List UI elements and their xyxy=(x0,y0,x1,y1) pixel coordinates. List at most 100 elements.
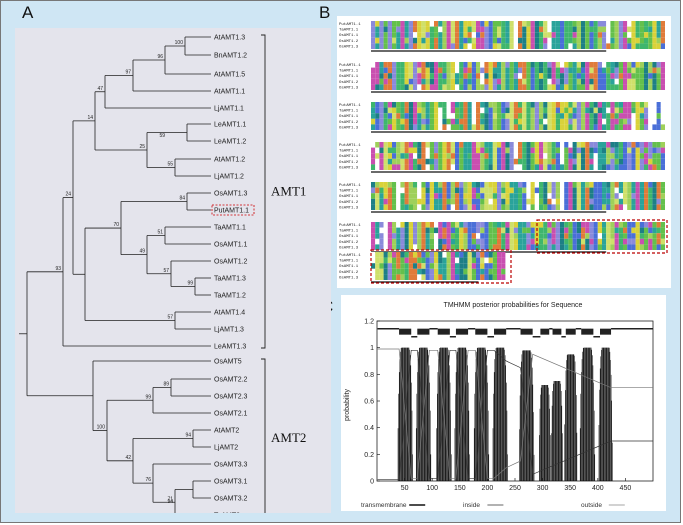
residue xyxy=(513,73,518,79)
residue xyxy=(438,204,443,210)
residue xyxy=(442,124,447,130)
residue xyxy=(392,158,397,165)
residue xyxy=(387,153,392,159)
residue xyxy=(467,164,472,170)
residue xyxy=(408,78,413,85)
residue xyxy=(455,268,460,275)
residue xyxy=(543,193,548,199)
residue xyxy=(505,26,510,33)
residue xyxy=(618,233,623,239)
residue xyxy=(463,257,468,264)
residue xyxy=(513,233,518,239)
residue xyxy=(618,84,623,90)
residue xyxy=(597,84,602,90)
residue xyxy=(543,164,548,170)
residue xyxy=(589,43,594,49)
residue xyxy=(648,164,653,170)
residue xyxy=(505,102,510,108)
residue xyxy=(560,32,565,38)
residue xyxy=(425,43,430,49)
residue xyxy=(471,164,476,170)
residue xyxy=(555,67,560,74)
residue xyxy=(413,257,418,264)
residue xyxy=(513,124,518,130)
residue xyxy=(480,84,485,90)
residue xyxy=(644,124,649,130)
residue xyxy=(425,107,430,114)
residue xyxy=(438,244,443,250)
residue xyxy=(509,107,514,114)
residue xyxy=(656,244,661,250)
residue xyxy=(530,204,535,210)
residue xyxy=(602,147,607,154)
residue xyxy=(614,244,619,250)
residue xyxy=(602,233,607,239)
residue xyxy=(371,227,376,234)
residue xyxy=(371,158,376,165)
residue xyxy=(631,21,636,27)
residue xyxy=(371,193,376,199)
residue xyxy=(459,43,464,49)
residue xyxy=(425,187,430,194)
residue xyxy=(484,67,489,74)
residue xyxy=(459,32,464,38)
residue xyxy=(568,182,573,188)
residue xyxy=(656,124,661,130)
residue xyxy=(543,182,548,188)
residue xyxy=(471,182,476,188)
residue xyxy=(434,102,439,108)
residue xyxy=(425,244,430,250)
residue xyxy=(560,238,565,245)
residue xyxy=(383,274,388,280)
residue xyxy=(371,78,376,85)
residue xyxy=(480,142,485,148)
residue xyxy=(450,26,455,33)
residue xyxy=(627,37,632,44)
residue xyxy=(375,102,380,108)
residue xyxy=(375,43,380,49)
residue xyxy=(501,233,506,239)
residue xyxy=(476,26,481,33)
residue xyxy=(413,204,418,210)
residue xyxy=(555,187,560,194)
residue xyxy=(522,43,527,49)
leaf-label: TaAMT1.2 xyxy=(214,293,246,300)
residue xyxy=(547,43,552,49)
residue xyxy=(438,227,443,234)
sequence-name: OsAMT1.2 xyxy=(339,81,359,85)
residue xyxy=(547,164,552,170)
residue xyxy=(564,204,569,210)
residue xyxy=(413,142,418,148)
residue xyxy=(425,37,430,44)
residue xyxy=(497,84,502,90)
residue xyxy=(455,21,460,27)
residue xyxy=(526,153,531,159)
residue xyxy=(505,158,510,165)
residue xyxy=(438,107,443,114)
residue xyxy=(375,244,380,250)
residue xyxy=(530,238,535,245)
residue xyxy=(497,147,502,154)
residue xyxy=(459,238,464,245)
residue xyxy=(564,244,569,250)
residue xyxy=(614,227,619,234)
residue xyxy=(505,107,510,114)
residue xyxy=(463,107,468,114)
residue xyxy=(505,113,510,119)
residue xyxy=(610,32,615,38)
residue xyxy=(576,158,581,165)
residue xyxy=(652,233,657,239)
residue xyxy=(627,222,632,228)
residue xyxy=(656,78,661,85)
residue xyxy=(497,187,502,194)
residue xyxy=(408,198,413,205)
residue xyxy=(442,257,447,264)
residue xyxy=(623,193,628,199)
residue xyxy=(404,268,409,275)
residue xyxy=(572,84,577,90)
residue xyxy=(564,62,569,68)
residue xyxy=(627,204,632,210)
residue xyxy=(455,222,460,228)
residue xyxy=(518,158,523,165)
residue xyxy=(446,238,451,245)
